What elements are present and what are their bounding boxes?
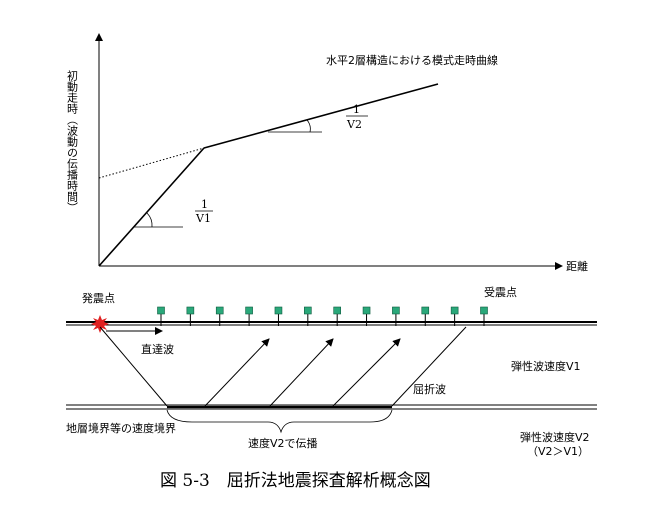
boundary-label: 地層境界等の速度境界 (66, 421, 176, 435)
direct-wave-segment (98, 147, 205, 267)
geophone (186, 306, 195, 326)
x-axis-label: 距離 (566, 259, 588, 273)
geophone (157, 306, 165, 326)
refracted-ray-1 (204, 338, 270, 407)
refracted-wave-label: 屈折波 (413, 382, 446, 396)
travel-time-graph: 初動走時（波動の伝播時間） 距離 水平2層構造における模式走時曲線 1 V1 1… (66, 33, 588, 273)
intercept-extension (98, 147, 205, 179)
geophone (245, 306, 253, 326)
geophone (274, 306, 283, 326)
geophone (421, 306, 430, 326)
refracted-wave-segment (203, 83, 439, 149)
slope-v1-denominator: V1 (195, 212, 211, 225)
curve-title: 水平2層構造における模式走時曲線 (326, 53, 498, 67)
receiver-array (157, 306, 488, 326)
propagation-brace (166, 409, 393, 434)
refracted-ray-2 (269, 338, 334, 407)
geophone (333, 306, 341, 326)
layer2-velocity-label: 弾性波速度V2 (520, 430, 590, 444)
geophone (215, 306, 224, 326)
refracted-ray-up-end (391, 326, 467, 407)
slope-v1-indicator: 1 V1 (134, 198, 213, 228)
geophone (392, 306, 400, 326)
y-axis-label: 初動走時（波動の伝播時間） (66, 69, 79, 213)
slope-v2-indicator: 1 V2 (268, 103, 368, 133)
slope-v2-numerator: 1 (353, 103, 360, 116)
geophone (450, 306, 459, 326)
source-label: 発震点 (82, 291, 115, 305)
critical-ray-down (99, 326, 168, 407)
geophone (304, 306, 312, 326)
direct-wave-label: 直達波 (141, 342, 174, 356)
geophone (362, 306, 371, 326)
cross-section: 発震点 直達波 受震点 屈折波 弾性波速度V1 地層境界等の速度境界 速度V2で… (66, 286, 597, 458)
figure-caption: 図 5-3 屈折法地震探査解析概念図 (160, 470, 431, 491)
slope-v1-numerator: 1 (201, 198, 208, 211)
layer2-condition-label: （V2＞V1） (527, 445, 589, 458)
propagation-label: 速度V2で伝播 (248, 436, 318, 450)
refracted-ray-3 (332, 338, 401, 407)
geophone (480, 306, 488, 326)
receiver-label: 受震点 (484, 286, 517, 299)
slope-v2-denominator: V2 (346, 118, 362, 131)
layer1-velocity-label: 弾性波速度V1 (511, 359, 581, 373)
source-burst (91, 315, 109, 333)
